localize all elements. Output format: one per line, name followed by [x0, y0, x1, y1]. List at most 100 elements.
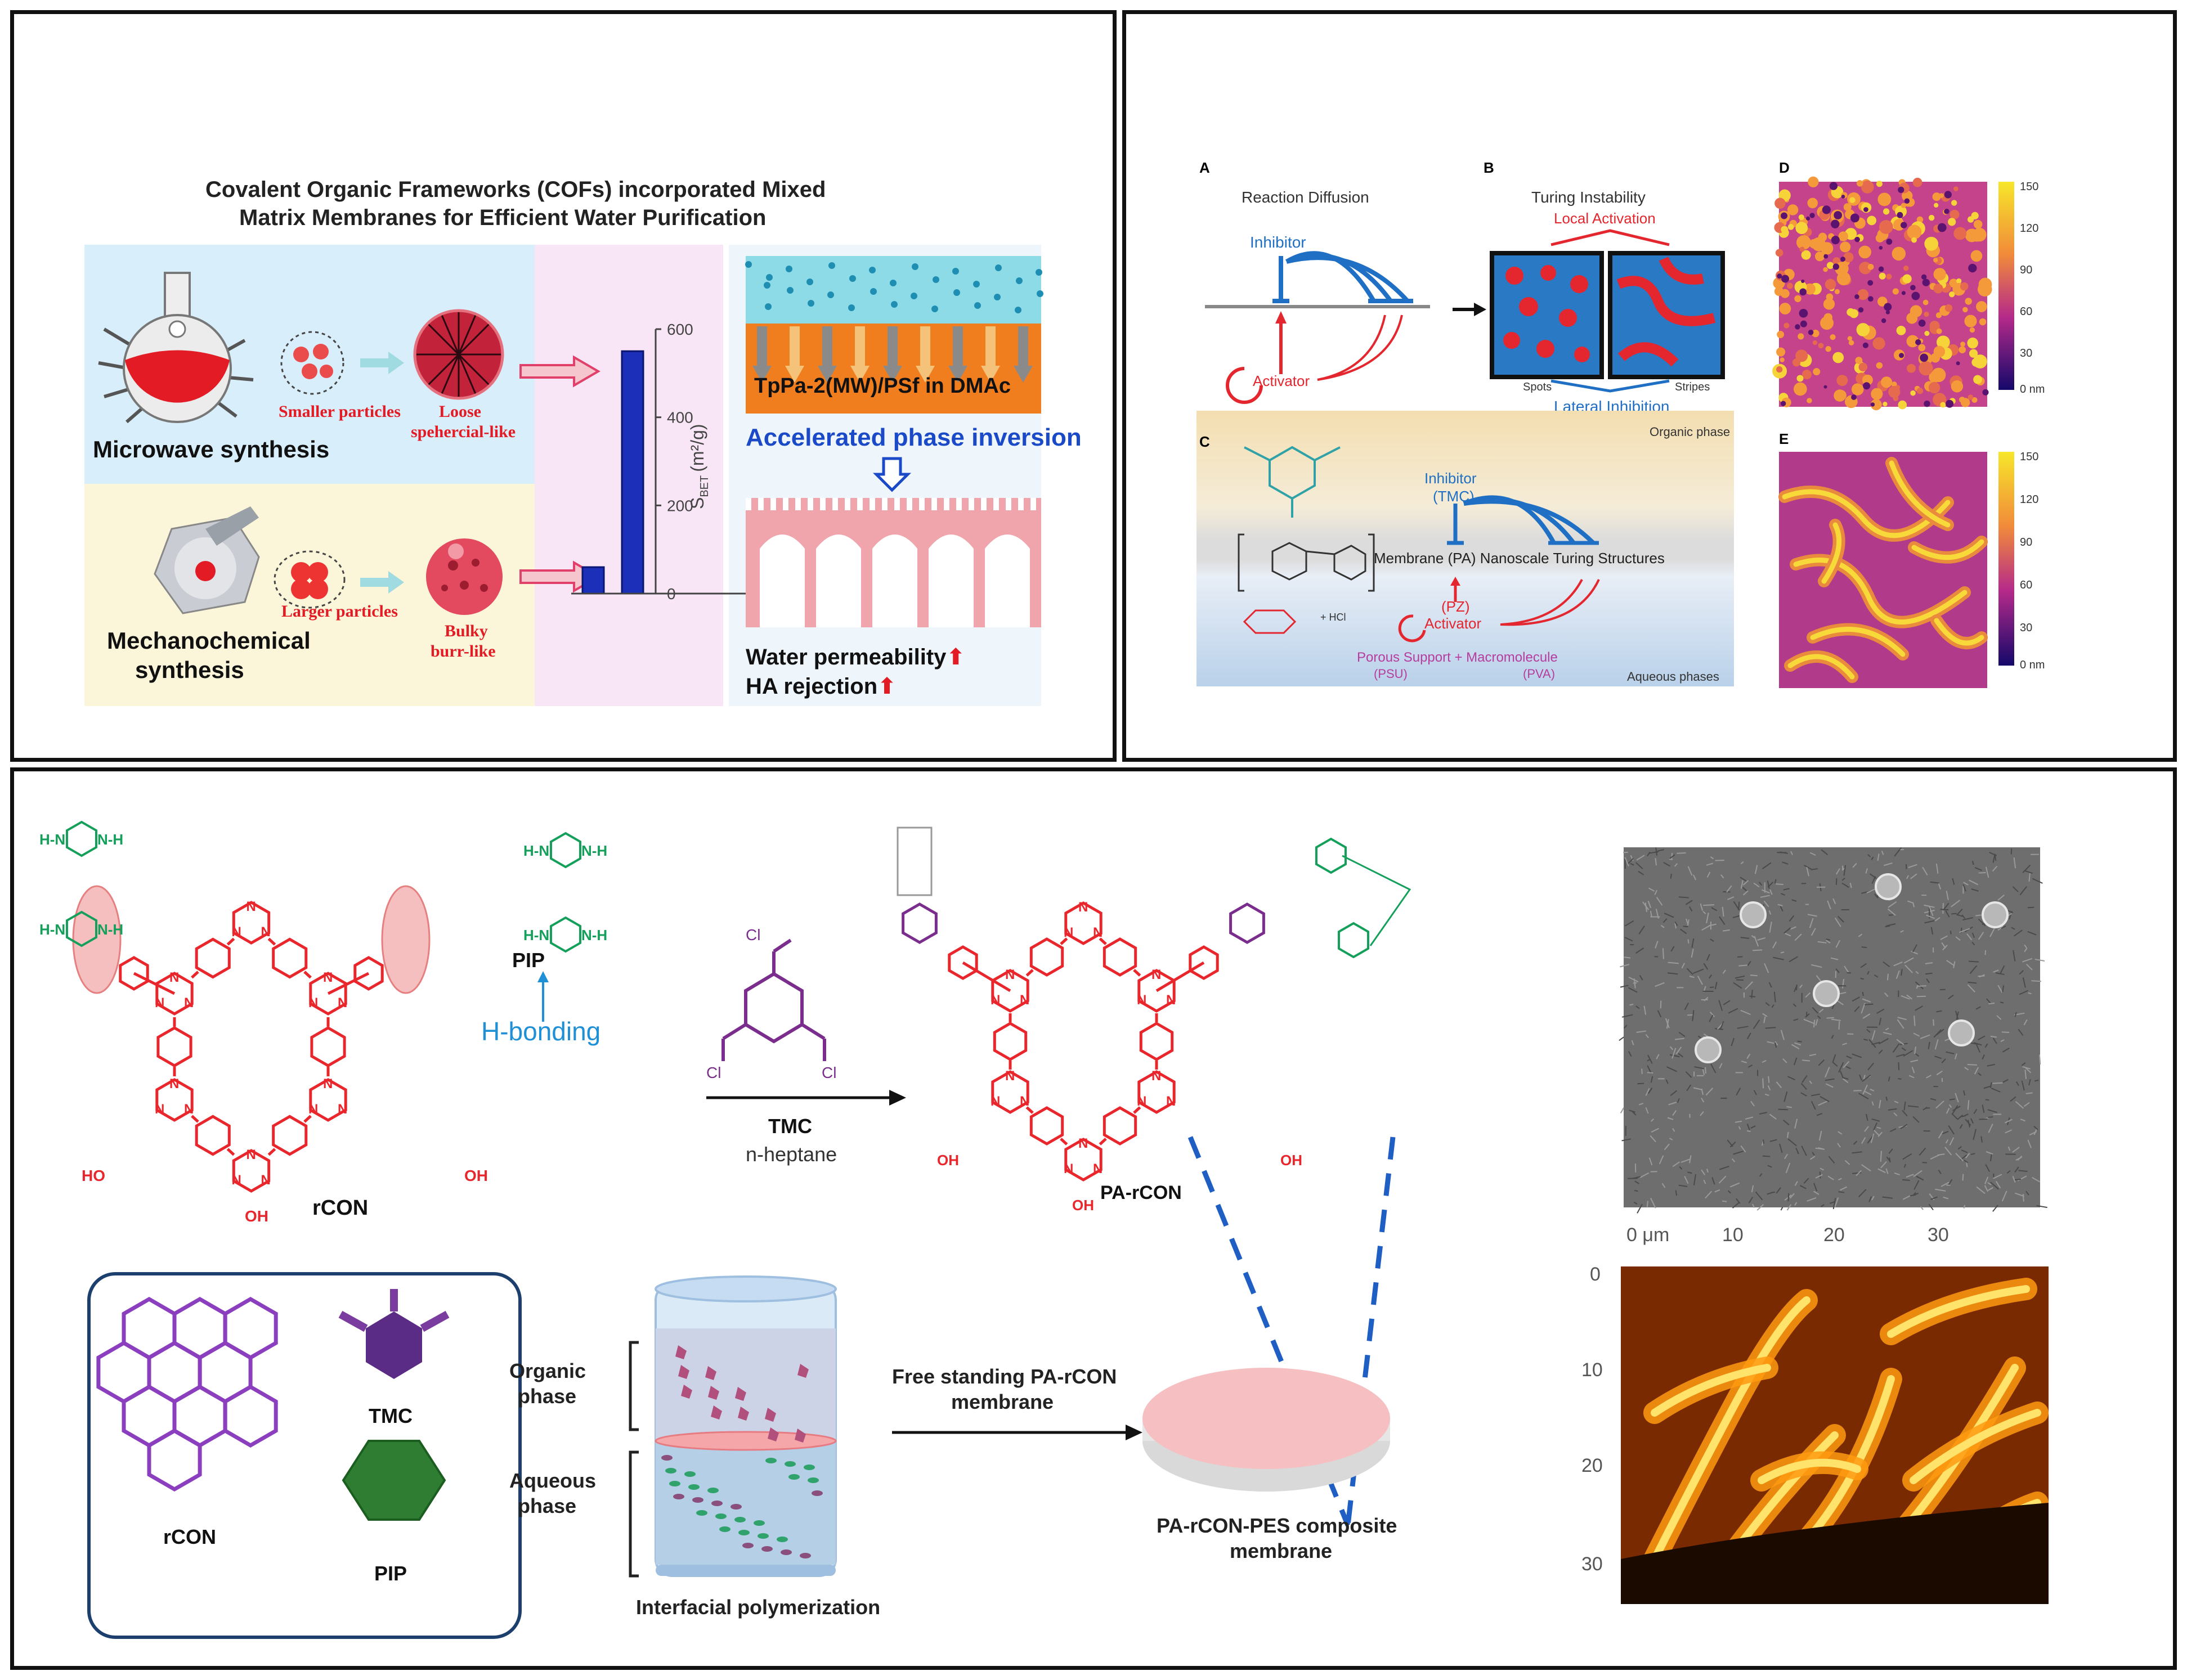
mechano-label-2: synthesis — [135, 657, 244, 683]
pip-hn: H-N — [39, 831, 65, 848]
pip-nh: N-H — [581, 927, 607, 944]
y-tick-label: 600 — [667, 321, 693, 338]
triazine-n: N — [1137, 1094, 1146, 1109]
reaction-diffusion-graphic — [1205, 251, 1430, 404]
composite-2: membrane — [1230, 1539, 1333, 1562]
aqueous-phase-2: phase — [518, 1494, 577, 1517]
triazine-n: N — [1078, 1136, 1088, 1151]
ha-rejection-label: HA rejection⬆ — [746, 674, 897, 699]
scale-d-150: 150 — [2020, 181, 2039, 193]
right-arrow — [1453, 303, 1486, 316]
afm-x-0: 0 μm — [1626, 1224, 1670, 1246]
triazine-n: N — [1166, 1094, 1176, 1109]
scale-e-120: 120 — [2020, 493, 2039, 506]
n-heptane-label: n-heptane — [746, 1143, 837, 1166]
water-permeability-label: Water permeability⬆ — [746, 645, 965, 670]
scale-e-0: 0 nm — [2020, 659, 2045, 671]
loose-spherical-graphic — [413, 309, 504, 400]
triazine-n: N — [1078, 900, 1088, 915]
triazine-n: N — [991, 1094, 1000, 1109]
finger-pore-structure — [746, 498, 1041, 627]
arrow-mw — [360, 352, 404, 374]
scale-e-90: 90 — [2020, 536, 2033, 549]
arrow-up-icon: ⬆ — [877, 674, 897, 699]
hcl-label: + HCl — [1320, 612, 1346, 623]
phase-inversion-label: Accelerated phase inversion — [746, 424, 1082, 451]
tmc-reaction-label: TMC — [768, 1115, 812, 1138]
scale-d-90: 90 — [2020, 264, 2033, 276]
reaction-arrow — [706, 1090, 906, 1106]
spots-label: Spots — [1523, 381, 1552, 393]
disc-arrow — [892, 1425, 1142, 1440]
organic-phase-label: Organic phase — [1650, 425, 1731, 439]
aqueous-phases-label: Aqueous phases — [1627, 670, 1719, 684]
legend-rcon-lattice — [96, 1296, 278, 1492]
triazine-n: N — [338, 1102, 347, 1117]
larger-particles-label: Larger particles — [281, 602, 398, 621]
y-axis-label: SBET(m²/g) — [687, 424, 711, 509]
triazine-n: N — [1064, 1161, 1073, 1176]
triazine-n: N — [1093, 1161, 1103, 1176]
triazine-n: N — [338, 995, 347, 1010]
triazine-n: N — [247, 1147, 256, 1162]
afm-scale-d — [1998, 182, 2014, 390]
tmc-cl-3: Cl — [822, 1064, 837, 1081]
scale-e-150: 150 — [2020, 451, 2039, 463]
afm-y-20: 20 — [1581, 1455, 1603, 1476]
organic-phase-1: Organic — [509, 1359, 586, 1382]
oh-group: OH — [464, 1167, 488, 1184]
pva-label: (PVA) — [1523, 667, 1556, 681]
legend-pip-shape — [342, 1440, 446, 1521]
bar-microwave — [621, 350, 644, 595]
membrane-water-layer — [746, 256, 1041, 324]
turing-instability-title: Turing Instability — [1531, 188, 1646, 206]
afm-y-0: 0 — [1590, 1264, 1601, 1285]
afm-scale-e — [1998, 452, 2014, 666]
tmc-reagent — [721, 938, 826, 1061]
bulky-label-2: burr-like — [431, 642, 496, 661]
legend-box — [87, 1272, 522, 1639]
tmc-cl-2: Cl — [706, 1064, 721, 1081]
afm-y-30: 30 — [1581, 1553, 1603, 1575]
y-tick-label: 400 — [667, 409, 693, 426]
triazine-n: N — [323, 970, 333, 985]
y-tick-label: 0 — [667, 585, 676, 603]
inhibitor-tmc-1: Inhibitor — [1424, 470, 1477, 487]
activator-c-label: Activator — [1424, 615, 1482, 632]
pip-nh: N-H — [581, 842, 607, 859]
bar-mechanochemical — [581, 566, 605, 595]
triazine-n: N — [184, 1102, 194, 1117]
inhibitor-label: Inhibitor — [1250, 233, 1306, 251]
afm-topography-image — [1621, 1266, 2049, 1604]
smaller-particles-graphic — [280, 331, 344, 395]
mechano-label-1: Mechanochemical — [107, 627, 311, 654]
microwave-flask-graphic — [98, 272, 254, 424]
ho-group: HO — [82, 1167, 105, 1184]
composite-1: PA-rCON-PES composite — [1157, 1514, 1397, 1537]
triazine-n: N — [184, 995, 194, 1010]
oh-group: OH — [1072, 1197, 1094, 1214]
tmc-molecule — [1244, 446, 1341, 518]
triazine-n: N — [1064, 925, 1073, 940]
down-arrow — [872, 457, 912, 492]
triazine-n: N — [232, 1173, 241, 1188]
afm-x-10: 10 — [1722, 1224, 1744, 1246]
aqueous-phase-1: Aqueous — [509, 1469, 597, 1492]
activator-arrows-c — [1398, 577, 1600, 643]
microwave-synthesis-label: Microwave synthesis — [93, 436, 330, 462]
piperazine-small — [1243, 609, 1297, 634]
psu-label: (PSU) — [1374, 667, 1408, 681]
label-b: B — [1484, 159, 1494, 176]
organic-aqueous-panel — [1196, 411, 1734, 686]
triazine-n: N — [1166, 992, 1176, 1008]
triazine-n: N — [1020, 1094, 1029, 1109]
oh-group: OH — [937, 1152, 959, 1169]
membrane-label: TpPa-2(MW)/PSf in DMAc — [754, 374, 1011, 398]
triazine-n: N — [155, 995, 164, 1010]
panel-turing-structures: A Reaction Diffusion Inhibitor Activator… — [1122, 10, 2177, 762]
triazine-n: N — [232, 924, 241, 940]
pip-hn: H-N — [523, 842, 549, 859]
spots-stripes-graphic — [1490, 229, 1725, 393]
